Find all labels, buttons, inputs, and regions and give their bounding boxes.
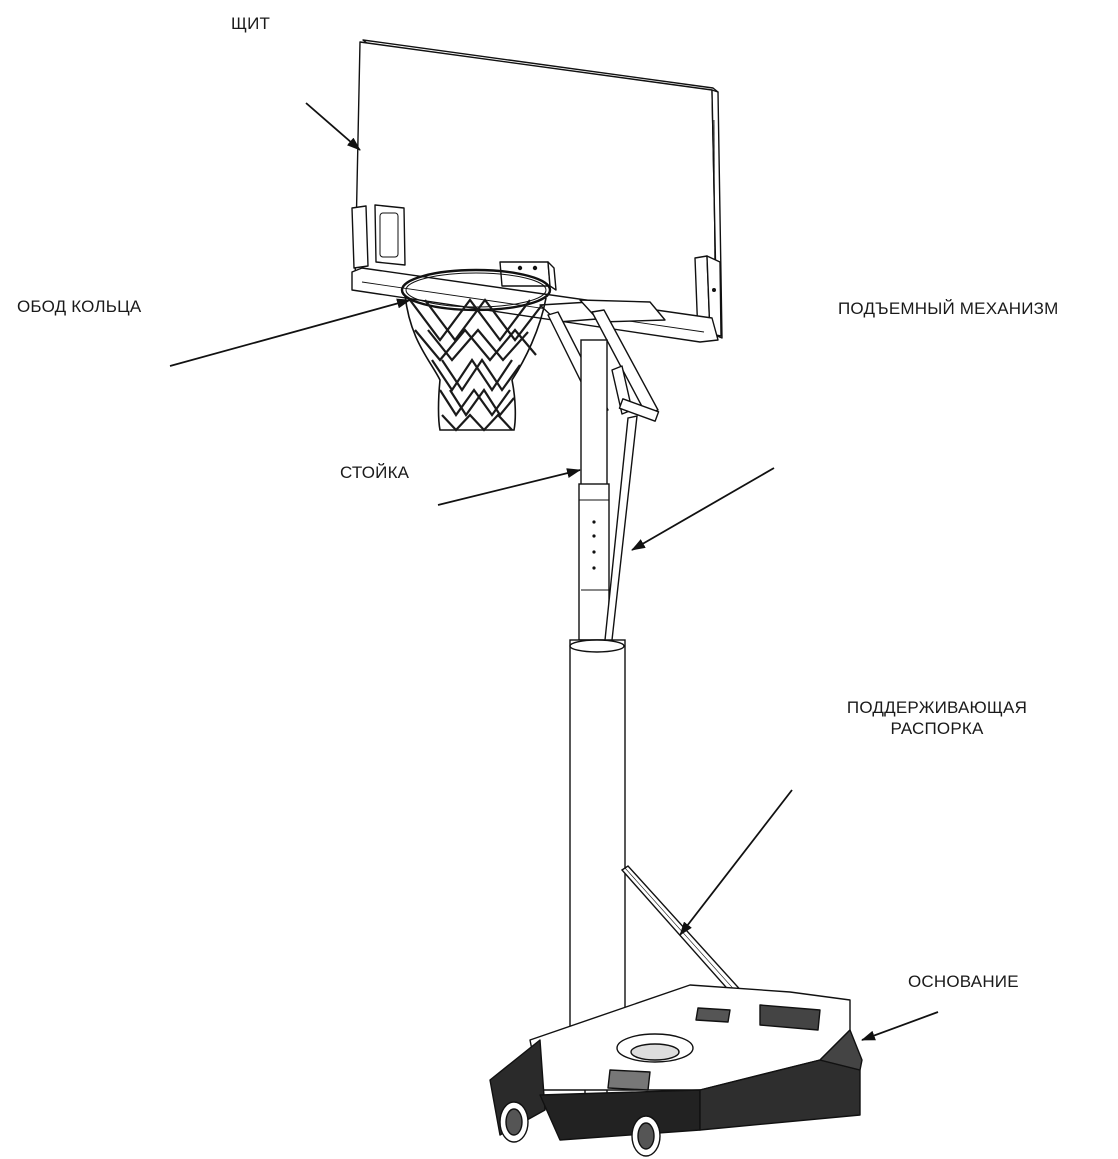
hoop-drawing bbox=[400, 268, 552, 432]
arrow-support bbox=[679, 789, 793, 936]
backboard-drawing bbox=[351, 39, 723, 343]
arrow-backboard bbox=[305, 102, 361, 151]
base-drawing bbox=[489, 984, 863, 1157]
label-support-brace: ПОДДЕРЖИВАЮЩАЯ РАСПОРКА bbox=[822, 697, 1052, 739]
label-support-brace-line1: ПОДДЕРЖИВАЮЩАЯ bbox=[846, 698, 1028, 717]
pole-drawing bbox=[569, 339, 638, 1105]
label-base: ОСНОВАНИЕ bbox=[908, 972, 1019, 991]
label-support-brace-line2: РАСПОРКА bbox=[890, 719, 984, 738]
arrow-lift bbox=[631, 467, 775, 551]
arrow-pole bbox=[437, 468, 581, 506]
arrow-base bbox=[861, 1011, 939, 1041]
label-lift-mechanism: ПОДЪЕМНЫЙ МЕХАНИЗМ bbox=[838, 299, 1059, 318]
label-backboard: ЩИТ bbox=[231, 14, 271, 33]
arrow-rim bbox=[169, 298, 411, 367]
annotation-arrows bbox=[169, 102, 939, 1041]
label-pole: СТОЙКА bbox=[340, 463, 410, 482]
label-rim: ОБОД КОЛЬЦА bbox=[17, 297, 142, 316]
